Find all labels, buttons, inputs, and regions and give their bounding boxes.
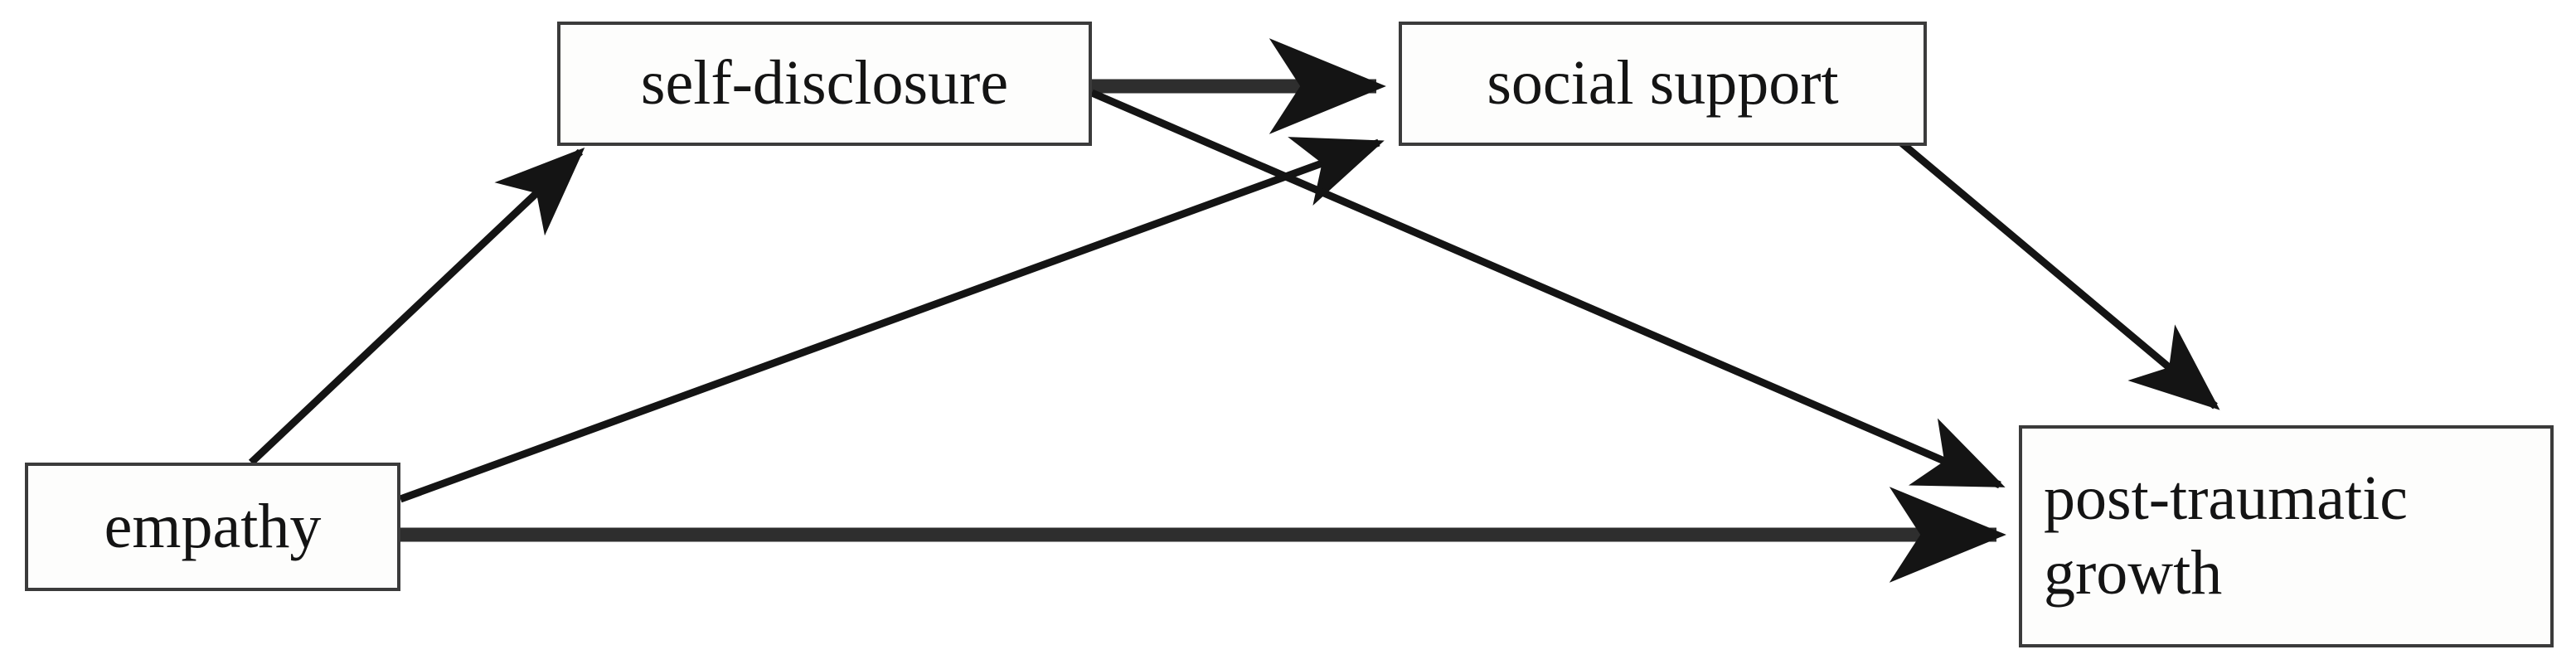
node-empathy-label: empathy — [104, 491, 322, 561]
node-empathy[interactable]: empathy — [25, 463, 400, 591]
node-self-disclosure[interactable]: self-disclosure — [557, 22, 1092, 146]
node-post-traumatic-growth-label: post-traumatic growth — [2022, 462, 2550, 610]
edge-empathy-to-self-disclosure — [248, 148, 585, 466]
node-self-disclosure-label: self-disclosure — [640, 48, 1009, 119]
node-ptg-label-line2: growth — [2044, 538, 2223, 608]
node-social-support-label: social support — [1487, 48, 1839, 119]
node-ptg-label-line1: post-traumatic — [2044, 463, 2408, 534]
node-post-traumatic-growth[interactable]: post-traumatic growth — [2019, 425, 2554, 647]
edge-empathy-to-social-support — [399, 137, 1385, 503]
node-social-support[interactable]: social support — [1399, 22, 1927, 146]
edge-self-disclosure-to-ptg — [1090, 89, 2006, 489]
